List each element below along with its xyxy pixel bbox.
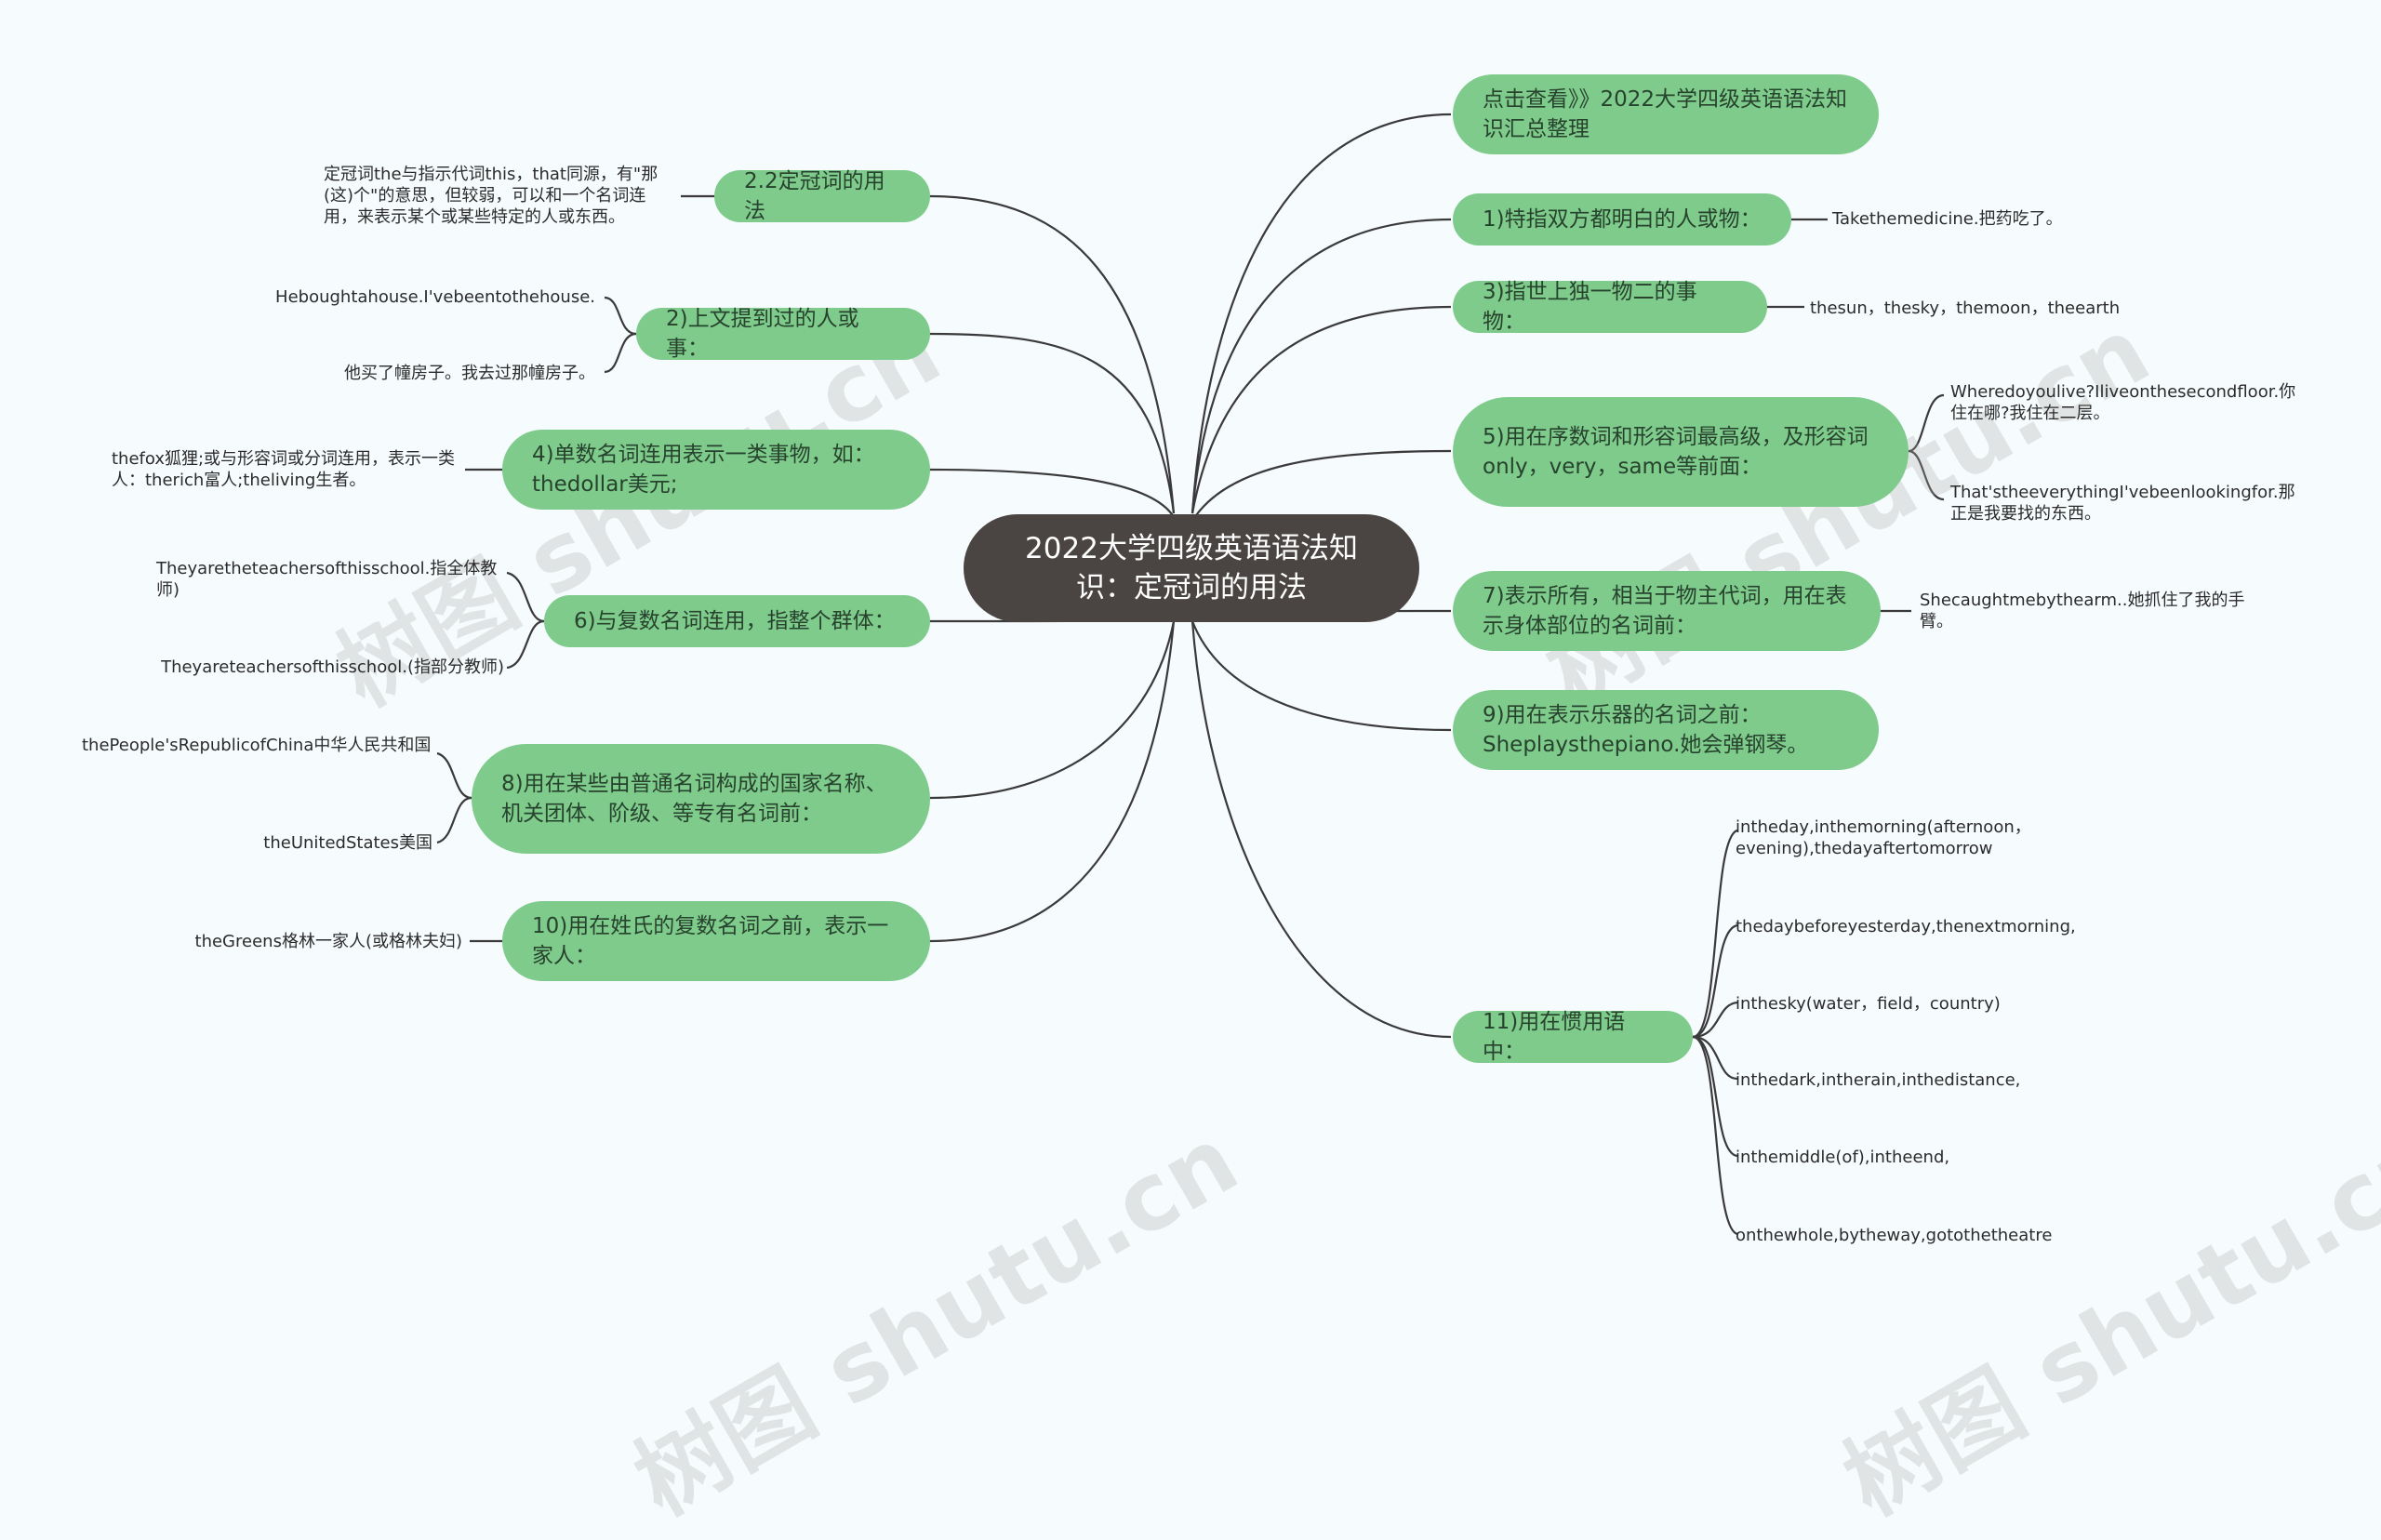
leaf-11-idiom-2: thedaybeforeyesterday,thenextmorning, <box>1736 917 2076 936</box>
central-topic[interactable]: 2022大学四级英语语法知识：定冠词的用法 <box>964 514 1419 622</box>
leaf-2-example-1: Heboughtahouse.I'vebeentothehouse. <box>275 287 595 307</box>
leaf-11-idiom-6: onthewhole,bytheway,gotothetheatre <box>1736 1226 2053 1245</box>
topic-4[interactable]: 4)单数名词连用表示一类事物，如：thedollar美元; <box>502 430 930 510</box>
leaf-8-example-2: theUnitedStates美国 <box>263 833 432 853</box>
topic-11[interactable]: 11)用在惯用语中： <box>1453 1010 1693 1064</box>
leaf-7-example: Shecaughtmebythearm..她抓住了我的手臂。 <box>1920 591 2245 631</box>
topic-3[interactable]: 3)指世上独一物二的事物： <box>1453 280 1767 334</box>
topic-2-2[interactable]: 2.2定冠词的用法 <box>714 169 930 223</box>
leaf-4-example: thefox狐狸;或与形容词或分词连用，表示一类人：therich富人;thel… <box>112 449 456 490</box>
topic-7[interactable]: 7)表示所有，相当于物主代词，用在表示身体部位的名词前： <box>1453 571 1881 651</box>
topic-10[interactable]: 10)用在姓氏的复数名词之前，表示一家人： <box>502 901 930 981</box>
leaf-3-example: thesun，thesky，themoon，theearth <box>1810 299 2121 318</box>
leaf-11-idiom-3: inthesky(water，field，country) <box>1736 994 2001 1014</box>
topic-summary-link[interactable]: 点击查看》》2022大学四级英语语法知识汇总整理 <box>1453 74 1879 154</box>
leaf-1-example: Takethemedicine.把药吃了。 <box>1832 209 2063 229</box>
topic-8[interactable]: 8)用在某些由普通名词构成的国家名称、机关团体、阶级、等专有名词前： <box>472 744 930 854</box>
topic-1[interactable]: 1)特指双方都明白的人或物： <box>1453 193 1791 246</box>
leaf-8-example-1: thePeople'sRepublicofChina中华人民共和国 <box>82 736 432 755</box>
leaf-5-example-2: That'stheeverythingI'vebeenlookingfor.那正… <box>1950 483 2295 524</box>
leaf-2-2-definition: 定冠词the与指示代词this，that同源，有"那(这)个"的意思，但较弱，可… <box>324 165 658 227</box>
leaf-11-idiom-5: inthemiddle(of),intheend, <box>1736 1148 1950 1167</box>
central-topic-title: 2022大学四级英语语法知识：定冠词的用法 <box>1025 532 1358 604</box>
leaf-5-example-1: Wheredoyoulive?Iliveonthesecondfloor.你住在… <box>1950 382 2296 423</box>
leaf-6-example-2: Theyareteachersofthisschool.(指部分教师) <box>161 657 504 677</box>
leaf-11-idiom-4: inthedark,intherain,inthedistance, <box>1736 1070 2021 1090</box>
topic-2[interactable]: 2)上文提到过的人或事： <box>636 307 930 361</box>
leaf-6-example-1: Theyaretheteachersofthisschool.指全体教师) <box>156 559 498 600</box>
leaf-11-idiom-1: intheday,inthemorning(afternoon，evening)… <box>1736 817 2031 858</box>
topic-6[interactable]: 6)与复数名词连用，指整个群体： <box>544 595 930 647</box>
leaf-10-example: theGreens格林一家人(或格林夫妇) <box>194 932 462 951</box>
leaf-2-example-2: 他买了幢房子。我去过那幢房子。 <box>344 364 595 383</box>
topic-9[interactable]: 9)用在表示乐器的名词之前：Sheplaysthepiano.她会弹钢琴。 <box>1453 690 1879 770</box>
topic-5[interactable]: 5)用在序数词和形容词最高级，及形容词only，very，same等前面： <box>1453 397 1909 507</box>
